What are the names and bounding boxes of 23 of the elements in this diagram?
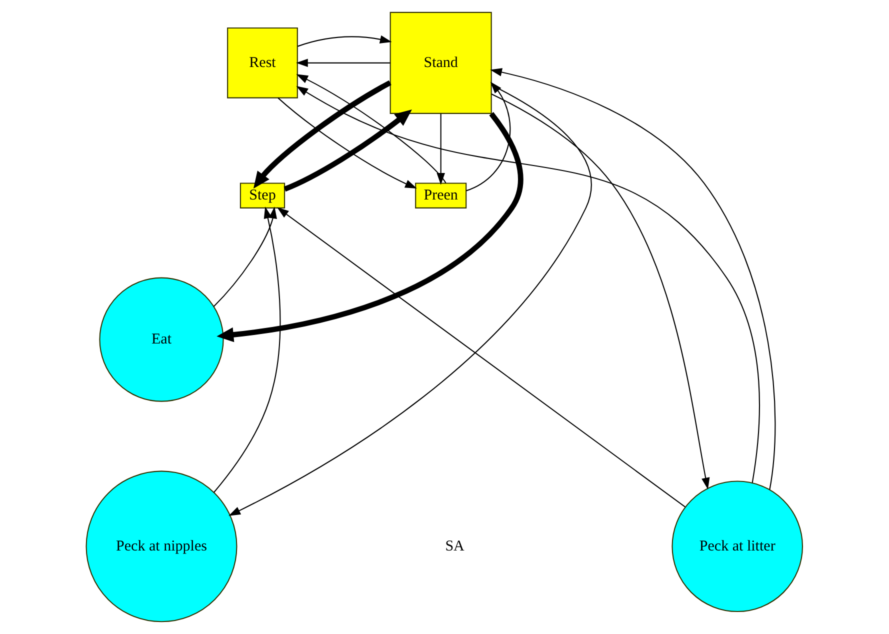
arrow bbox=[298, 35, 392, 47]
arrow bbox=[216, 112, 524, 342]
arrow bbox=[228, 84, 592, 516]
arrow bbox=[466, 82, 511, 192]
arrow bbox=[253, 80, 392, 189]
arrow bbox=[296, 58, 390, 68]
arrow bbox=[284, 110, 412, 192]
arrow bbox=[213, 206, 277, 307]
node-circle: Peck at nipples bbox=[86, 470, 238, 622]
node-circle: Eat bbox=[99, 277, 224, 402]
arrow bbox=[490, 68, 776, 490]
node-circle: Peck at litter bbox=[672, 480, 804, 612]
arrow bbox=[491, 94, 710, 490]
label: SA bbox=[445, 538, 464, 554]
node-box: Preen bbox=[415, 182, 467, 208]
node-box: Step bbox=[240, 182, 286, 208]
arrow bbox=[296, 86, 760, 483]
arrow bbox=[276, 207, 686, 508]
arrow bbox=[214, 206, 281, 493]
arrow bbox=[278, 98, 417, 189]
node-box: Stand bbox=[390, 12, 492, 114]
arrow bbox=[296, 74, 446, 184]
node-box: Rest bbox=[227, 27, 298, 98]
